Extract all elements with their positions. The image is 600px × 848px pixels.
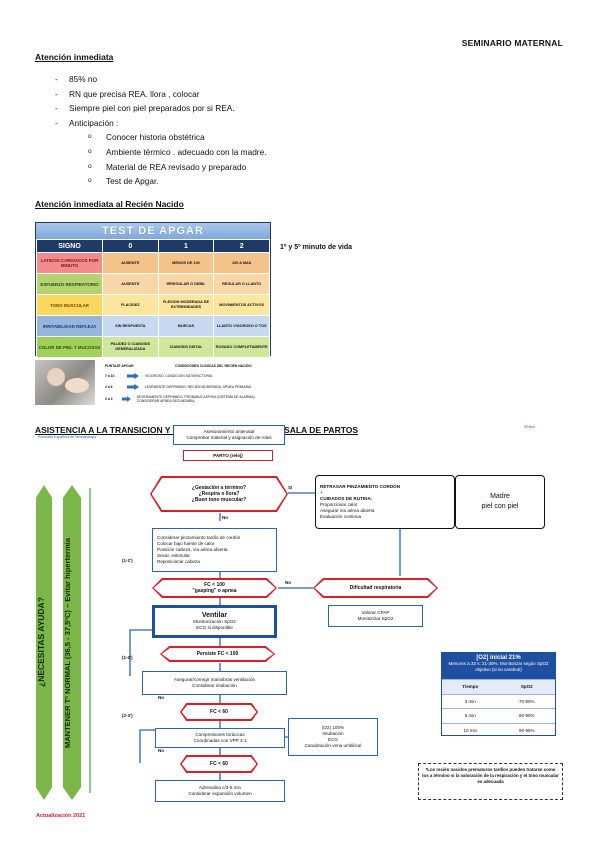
hex-persiste-fc: Persiste FC < 100 <box>160 646 275 662</box>
hex-fc-60: FC < 60 <box>180 703 258 721</box>
flow-connectors <box>89 453 401 793</box>
apgar-score-strip: PUNTAJE APGAR CONDICIONES CLINICAS DEL R… <box>35 360 271 405</box>
hex-dificultad: Dificultad respiratoria <box>313 578 438 598</box>
label-no: No <box>222 515 228 520</box>
reanimation-flowchart: Sociedad Española de Neonatología SENeo … <box>30 425 570 828</box>
arrow-right-icon <box>127 384 139 390</box>
score-header: PUNTAJE APGAR <box>105 364 134 368</box>
section-title-atencion: Atención inmediata <box>35 52 114 62</box>
time-label: (2-3') <box>122 713 133 718</box>
vertical-necesitas-ayuda: ¿NECESITAS AYUDA? <box>36 485 52 800</box>
apgar-table: TEST DE APGAR SIGNO 0 1 2 LATIDOS CARDIA… <box>35 222 271 358</box>
hex-preguntas: ¿Gestación a término?¿Respira o llora?¿B… <box>150 476 288 512</box>
list-item: -85% no <box>55 74 98 84</box>
list-item: -Anticipación : <box>55 117 119 128</box>
sen-logo: Sociedad Española de Neonatología <box>38 435 97 439</box>
prematuros-note: *Los recién nacidos prematuros tardíos p… <box>418 763 563 800</box>
box-cuidados-rutina: RETRASAR PINZAMIENTO CORDÓN+CUIDADOS DE … <box>315 475 455 529</box>
atencion-list: -85% no -RN que precisa REA. llora , col… <box>55 72 267 189</box>
hex-fc-60-b: FC < 60 <box>180 755 258 773</box>
list-item: -RN que precisa REA. llora , colocar <box>55 88 200 99</box>
apgar-col-header: 0 <box>102 239 159 253</box>
score-header: CONDICIONES CLINICAS DEL RECIEN NACIDO <box>175 364 252 368</box>
newborn-photo <box>35 360 95 405</box>
list-item: -Siempre piel con piel preparados por si… <box>55 103 235 114</box>
time-label: (1-2') <box>122 558 133 563</box>
seneo-logo: SENeo <box>523 425 535 429</box>
section-title-atencion-rn: Atención inmediata al Recién Nacido <box>35 199 184 209</box>
label-si: Sí <box>288 485 293 490</box>
apgar-col-header: 2 <box>213 239 270 253</box>
box-parto: PARTO (reloj) <box>183 450 273 461</box>
apgar-title: TEST DE APGAR <box>36 223 270 239</box>
label-no: No <box>285 580 291 585</box>
label-no: No <box>158 748 164 753</box>
time-label: (1-2') <box>122 655 133 660</box>
apgar-col-header: 1 <box>157 239 215 253</box>
hex-fc-100: FC < 100"gasping" o apnea <box>152 578 277 598</box>
apgar-timing-note: 1º y 5º minuto de vida <box>280 244 353 251</box>
arrow-right-icon <box>127 373 139 379</box>
o2-target-table: [O2] inicial 21%Menores a 32 s: 21-30%. … <box>441 652 556 736</box>
apgar-col-header: SIGNO <box>36 239 103 253</box>
label-no: No <box>158 695 164 700</box>
update-label: Actualización 2021 <box>36 813 86 819</box>
arrow-right-icon <box>121 396 131 402</box>
vertical-mantener-temperatura: MANTENER Tª NORMAL (36,5 - 37,5ºC) – Evi… <box>63 485 81 800</box>
page-header: SEMINARIO MATERNAL <box>461 38 563 48</box>
